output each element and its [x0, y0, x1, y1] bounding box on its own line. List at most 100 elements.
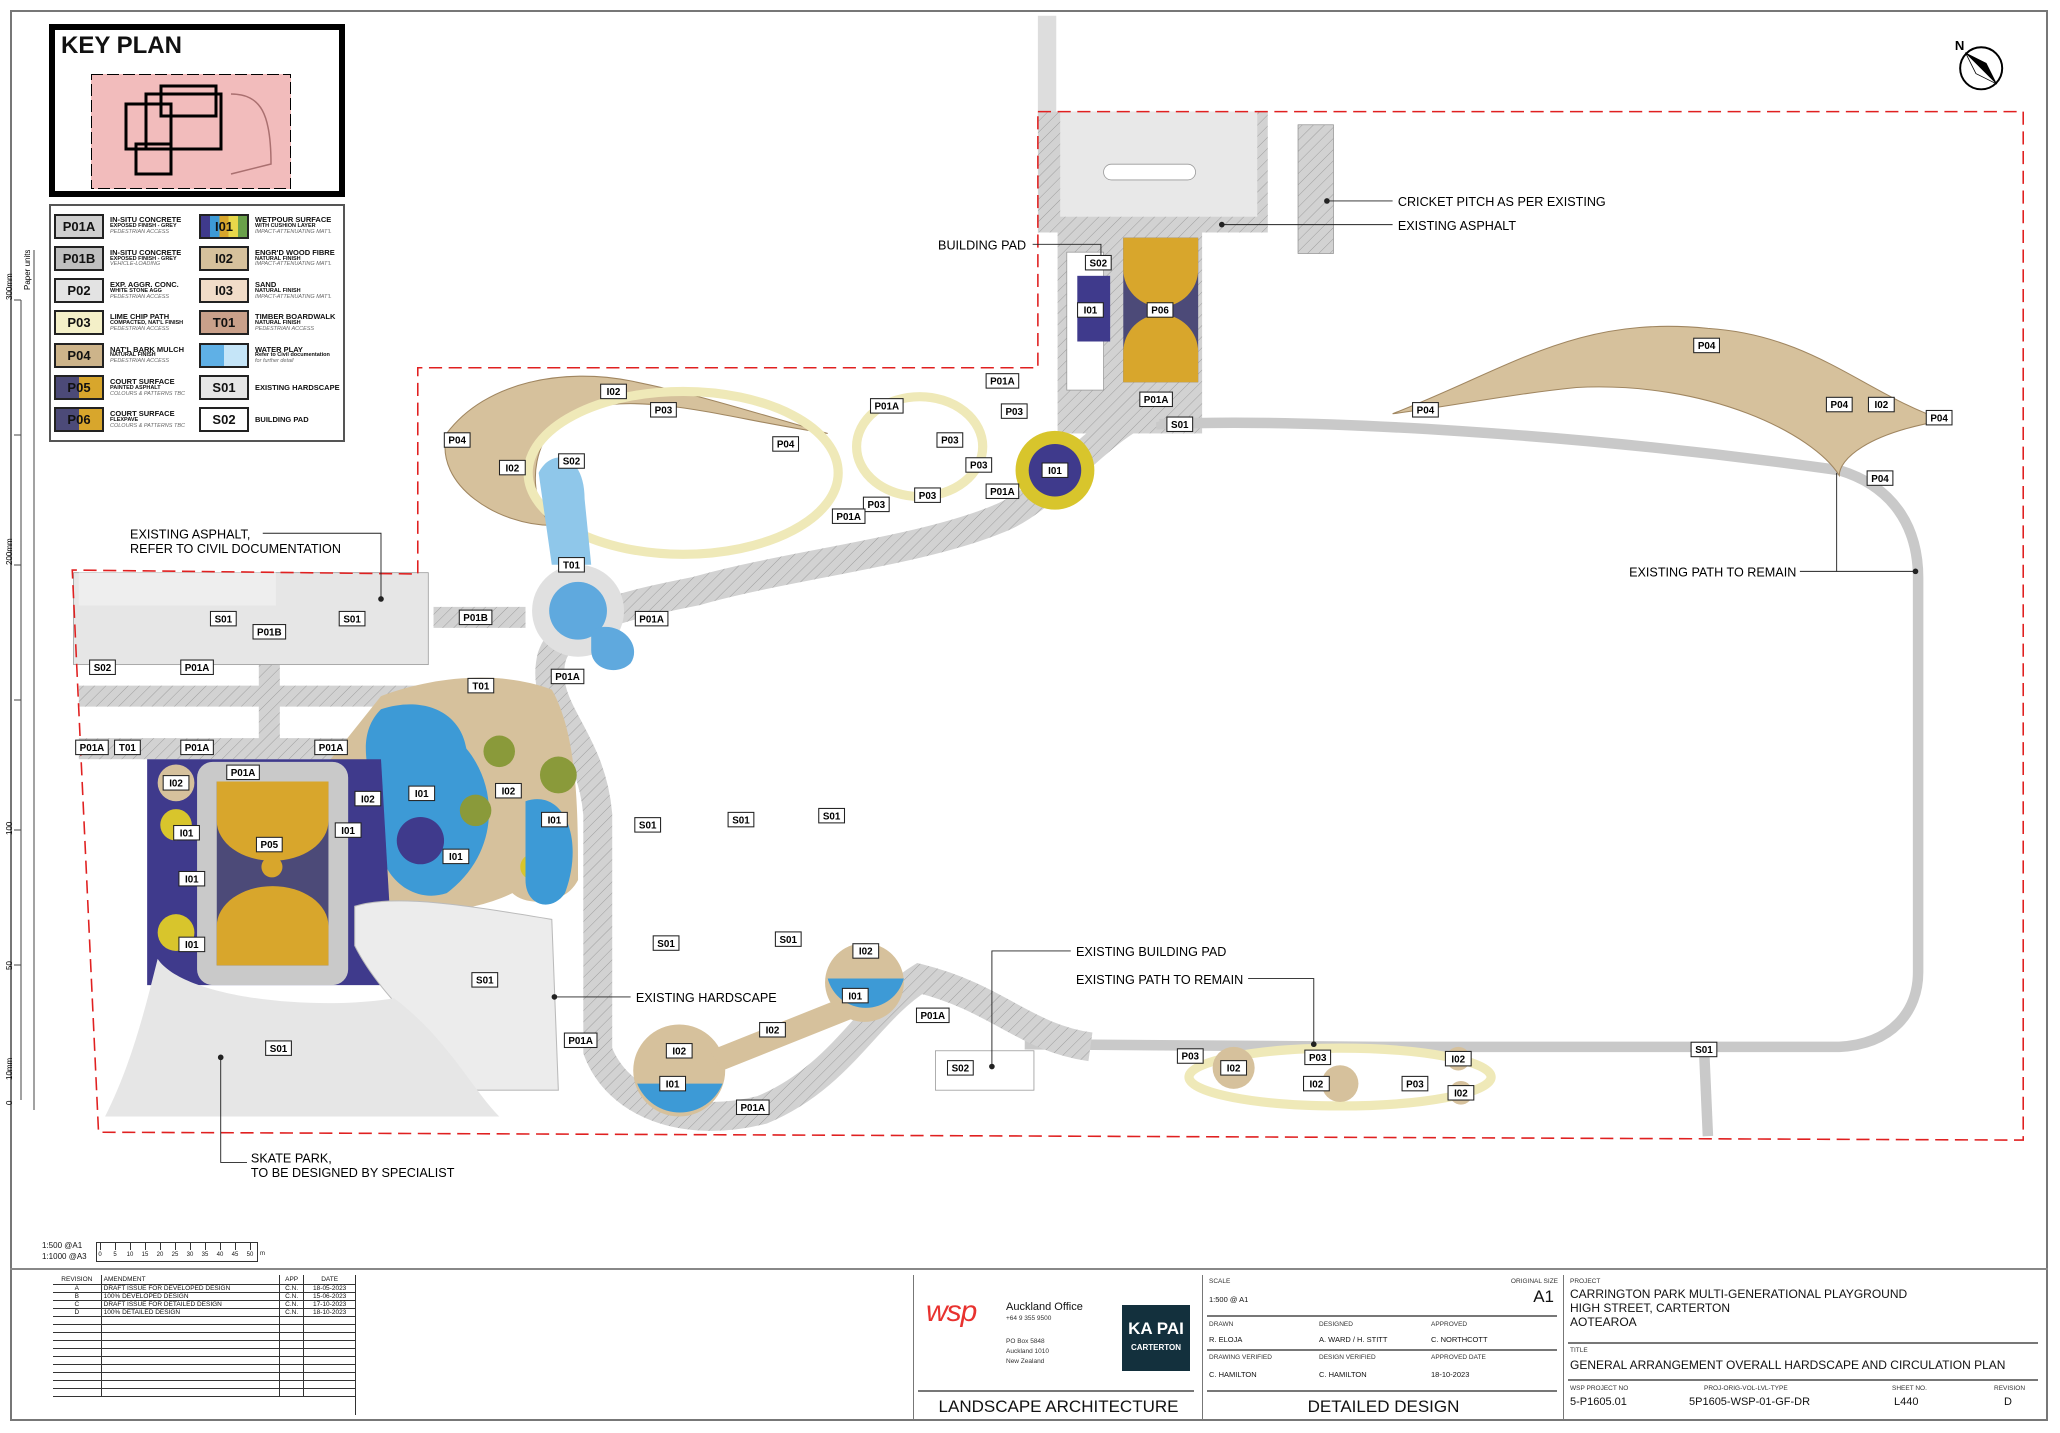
material-tag-label: P01A	[874, 402, 899, 413]
material-tag: P04	[1925, 409, 1953, 426]
revision-cell: C.N.	[278, 1284, 304, 1293]
revision-row	[53, 1372, 355, 1381]
revision-cell	[100, 1364, 280, 1373]
revision-cell	[53, 1356, 102, 1365]
material-tag-label: S01	[732, 815, 750, 826]
material-tag-label: S01	[343, 614, 361, 625]
revision-cell	[303, 1372, 355, 1381]
material-tag-label: T01	[119, 743, 136, 754]
material-tag-label: P03	[970, 461, 988, 472]
material-tag: I02	[759, 1022, 786, 1038]
legend-swatch: P05	[54, 375, 104, 401]
callout-existing-building-pad: EXISTING BUILDING PAD	[1076, 945, 1226, 959]
revision-cell	[303, 1380, 355, 1389]
material-tag-label: P01A	[990, 487, 1015, 498]
approved-value: C. NORTHCOTT	[1431, 1335, 1488, 1344]
legend-description: TIMBER BOARDWALK	[255, 312, 336, 322]
scale-tick-label: 40	[216, 1252, 224, 1258]
material-tag: I02	[1447, 1085, 1475, 1101]
material-tag: S01	[774, 931, 802, 947]
design-verified-label: DESIGN VERIFIED	[1319, 1354, 1376, 1361]
material-tag-label: P05	[261, 840, 279, 851]
revision-row	[53, 1380, 355, 1389]
material-tag-label: S02	[1090, 258, 1108, 269]
revision-cell	[100, 1316, 280, 1325]
rev-header: REVISION	[61, 1276, 93, 1283]
material-tag: S02	[89, 659, 116, 675]
legend-description: LIME CHIP PATH	[110, 312, 170, 322]
legend-description: EXP. AGGR. CONC.	[110, 280, 179, 289]
scale-tick-label: 35	[201, 1252, 209, 1258]
drawing-verified-value: C. HAMILTON	[1209, 1370, 1257, 1379]
legend-code: I03	[214, 283, 234, 299]
material-tag-label: S01	[270, 1044, 288, 1055]
material-tag: I02	[1303, 1075, 1330, 1092]
material-tag-label: I01	[185, 940, 199, 951]
material-tag-label: I01	[341, 826, 355, 837]
scale-tick	[115, 1243, 116, 1250]
material-tag: I02	[354, 790, 382, 807]
material-tag: P01A	[985, 483, 1020, 499]
revision-cell: 15-06-2023	[303, 1292, 355, 1301]
material-tag: I02	[162, 775, 190, 791]
title-block-divider	[10, 1268, 2048, 1270]
material-tag-label: P04	[1831, 400, 1849, 411]
revision-cell	[53, 1364, 102, 1373]
rev-header: DATE	[303, 1275, 355, 1285]
material-tag: P01A	[563, 1032, 598, 1049]
material-tag: P01A	[634, 610, 669, 627]
material-tag-label: I02	[361, 794, 375, 805]
material-tag-label: I01	[1084, 306, 1098, 317]
material-tag-label: I02	[1874, 400, 1888, 411]
scale-tick	[130, 1243, 131, 1250]
material-tag: I01	[178, 936, 206, 953]
legend-description: IMPACT-ATTENUATING MAT'L	[255, 229, 332, 236]
legend-swatch: P02	[54, 278, 104, 304]
scale-tick-label: 0	[98, 1252, 102, 1258]
legend-description: COLOURS & PATTERNS TBC	[110, 390, 185, 397]
wsp-logo: wsp	[926, 1295, 977, 1328]
material-tag: I02	[498, 459, 526, 476]
discipline: LANDSCAPE ARCHITECTURE	[938, 1397, 1179, 1416]
callout-existing-asphalt-civil: REFER TO CIVIL DOCUMENTATION	[130, 542, 341, 556]
callout-cricket-pitch: CRICKET PITCH AS PER EXISTING	[1398, 195, 1606, 209]
revision-cell	[278, 1364, 304, 1373]
revision-cell	[100, 1332, 280, 1341]
legend-swatch: T01	[199, 310, 249, 336]
legend-swatch: P06	[54, 407, 104, 433]
material-tag-label: I01	[449, 852, 463, 863]
revision-table-border	[355, 1275, 356, 1415]
material-tag-label: I02	[766, 1025, 780, 1036]
office-address: Auckland 1010	[1006, 1348, 1050, 1355]
scale-tick	[145, 1243, 146, 1250]
bark-mulch-areas	[444, 325, 1945, 526]
material-tag: S01	[634, 817, 662, 833]
material-tag-label: I01	[548, 815, 562, 826]
material-tag-label: P04	[448, 436, 466, 447]
scale-tick	[175, 1243, 176, 1250]
vscale-label: 200mm	[5, 538, 14, 565]
legend-code: T01	[212, 315, 236, 331]
material-tag: S01	[471, 972, 499, 988]
material-tag: P01B	[458, 609, 493, 626]
revision-cell: D	[53, 1308, 102, 1317]
material-tag-label: P01A	[920, 1011, 945, 1022]
legend-code: P03	[67, 315, 91, 331]
material-tag-label: P01A	[568, 1036, 593, 1047]
callout-existing-asphalt-civil: EXISTING ASPHALT,	[130, 528, 250, 542]
paper-units-scale: Paper units 300mm 200mm 100 50 10mm 0	[5, 250, 35, 1110]
revision-cell	[278, 1388, 304, 1397]
material-tag: P03	[650, 402, 677, 418]
scale-unit: m	[260, 1251, 265, 1257]
material-tag: P01A	[550, 668, 585, 685]
material-tag: I01	[541, 811, 568, 828]
drawn-value: R. ELOJA	[1209, 1335, 1243, 1344]
legend-description: PAINTED ASPHALT	[110, 384, 161, 391]
